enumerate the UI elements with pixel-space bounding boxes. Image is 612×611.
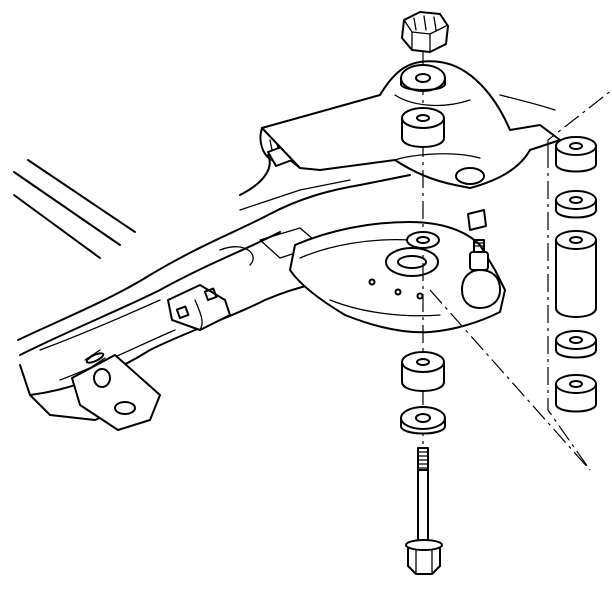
spacer-centerline-diagonal bbox=[429, 289, 591, 471]
lower-bushing bbox=[401, 351, 445, 392]
stabilizer-bar-clamp bbox=[167, 284, 231, 331]
upper-bushing bbox=[401, 107, 445, 148]
spacer-centerline-lower bbox=[547, 150, 591, 471]
retaining-nut bbox=[401, 11, 449, 53]
lower-washer bbox=[400, 406, 446, 435]
arm-washer bbox=[406, 231, 440, 249]
lower-control-arm bbox=[289, 209, 506, 334]
upper-washer bbox=[400, 64, 446, 92]
stabilizer-link-bolt bbox=[405, 447, 443, 575]
crossmember-frame bbox=[13, 89, 431, 431]
stabilizer-link-spacer bbox=[555, 136, 597, 413]
spacer-centerline-upper bbox=[547, 89, 612, 150]
ball-joint bbox=[461, 239, 501, 309]
